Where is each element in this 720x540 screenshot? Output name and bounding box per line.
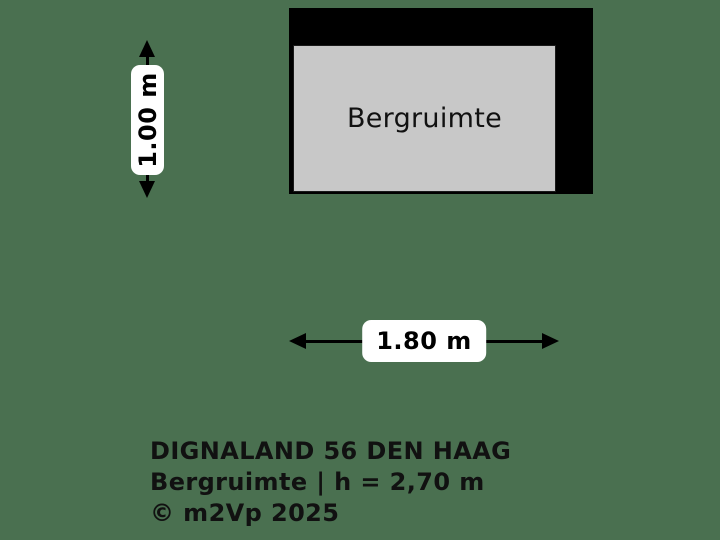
horizontal-dimension-label: 1.80 m <box>362 320 486 362</box>
vertical-dimension-text: 1.00 m <box>133 72 162 168</box>
room-name-text: Bergruimte <box>346 103 503 134</box>
caption-room-height: Bergruimte | h = 2,70 m <box>150 468 485 496</box>
room-interior-fill <box>293 45 556 192</box>
arrow-right-icon <box>542 333 559 349</box>
horizontal-dimension-text: 1.80 m <box>376 327 472 355</box>
room-name-label: Bergruimte <box>293 45 556 192</box>
caption-address: DIGNALAND 56 DEN HAAG <box>150 437 512 465</box>
caption-block: DIGNALAND 56 DEN HAAG Bergruimte | h = 2… <box>150 436 511 529</box>
vertical-dimension-label: 1.00 m <box>131 65 164 175</box>
caption-copyright: © m2Vp 2025 <box>150 499 340 527</box>
horizontal-dimension: 1.80 m <box>289 320 559 362</box>
vertical-dimension: 1.00 m <box>131 40 164 198</box>
arrow-down-icon <box>139 181 155 198</box>
